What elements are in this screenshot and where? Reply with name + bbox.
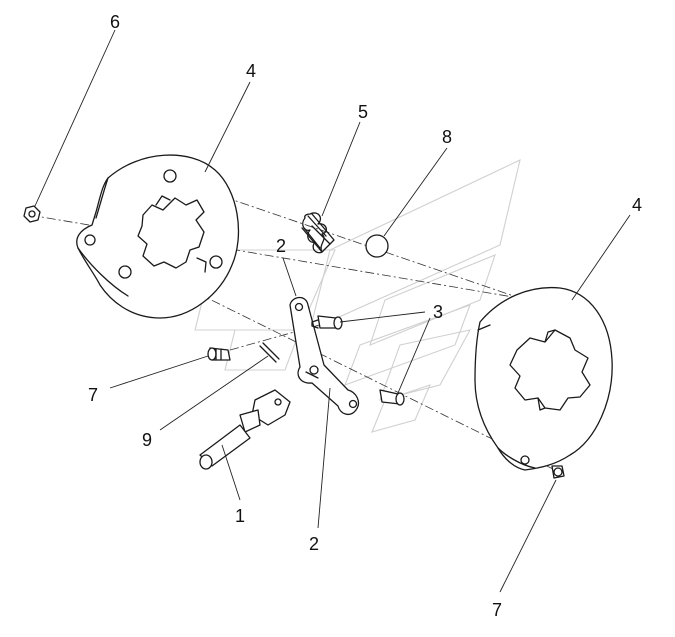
callout-labels: 6 4 5 8 4 2 3 7 9 1 2 7	[88, 12, 642, 620]
spring	[301, 212, 335, 254]
callout-2-bottom: 2	[309, 534, 319, 554]
callout-2-top: 2	[276, 236, 286, 256]
grease-fitting-right	[551, 465, 565, 479]
link-lever	[289, 296, 360, 416]
callout-3: 3	[433, 302, 443, 322]
hex-nut	[23, 205, 41, 223]
callout-8: 8	[442, 127, 452, 147]
ball	[365, 234, 389, 258]
callout-6-top: 6	[110, 12, 120, 32]
left-brake-plate	[76, 154, 240, 319]
callout-7-left: 7	[88, 385, 98, 405]
pin-upper	[311, 315, 343, 330]
callout-1: 1	[235, 506, 245, 526]
right-brake-plate	[474, 286, 613, 471]
callout-4-left: 4	[246, 61, 256, 81]
grease-fitting-left	[207, 347, 231, 361]
callout-4-right: 4	[632, 195, 642, 215]
cotter-pin	[259, 342, 280, 363]
actuator-shaft	[199, 389, 291, 470]
callout-5: 5	[358, 102, 368, 122]
callout-9: 9	[142, 430, 152, 450]
leader-lines	[34, 29, 631, 593]
callout-7-bottom: 7	[492, 600, 502, 620]
watermark-logo	[194, 159, 521, 433]
pin-lower	[379, 389, 405, 406]
